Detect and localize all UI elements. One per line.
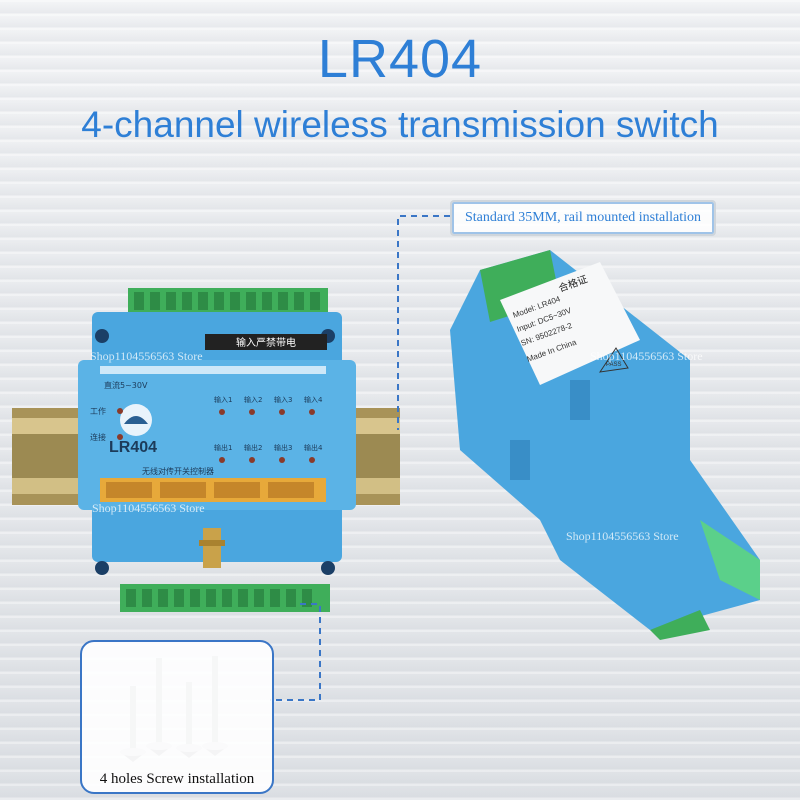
screw-hole-icon (95, 561, 109, 575)
output-label-1: 输出1 (214, 443, 232, 452)
input-label-4: 输入4 (304, 395, 323, 404)
device-side: 合格证 Model: LR404 Input: DC5~30V SN: 9502… (450, 250, 760, 640)
watermark: Shop1104556563 Store (566, 529, 679, 543)
device-model: LR404 (109, 439, 157, 456)
watermark: Shop1104556563 Store (90, 349, 203, 363)
watermark: Shop1104556563 Store (590, 349, 703, 363)
input-label-1: 输入1 (214, 395, 232, 404)
output-label-4: 输出4 (304, 443, 323, 452)
certificate-label (500, 262, 640, 385)
rail-callout: Standard 35MM, rail mounted installation (450, 200, 716, 236)
antenna-connector-icon (203, 528, 221, 568)
page-title: LR404 (317, 29, 483, 89)
device-front: 输入严禁带电 直流5~30V LR404 工作 连接 输入1 输入2 输入3 输… (78, 288, 356, 612)
status-label-link: 连接 (90, 432, 106, 442)
input-label-2: 输入2 (244, 395, 262, 404)
watermark: Shop1104556563 Store (92, 501, 205, 515)
screw-callout-box: 4 holes Screw installation (80, 640, 274, 794)
warning-text: 输入严禁带电 (236, 336, 296, 349)
screw-callout-label: 4 holes Screw installation (99, 771, 255, 787)
page-subtitle: 4-channel wireless transmission switch (81, 104, 719, 145)
screw-hole-icon (95, 329, 109, 343)
device-caption: 无线对传开关控制器 (142, 466, 214, 476)
status-label-work: 工作 (90, 406, 106, 416)
output-label-3: 输出3 (274, 443, 292, 452)
output-label-2: 输出2 (244, 443, 262, 452)
power-label: 直流5~30V (104, 380, 148, 390)
cert-pass: PASS (606, 362, 622, 368)
callout-lines (270, 215, 450, 701)
input-label-3: 输入3 (274, 395, 292, 404)
screw-hole-icon (321, 561, 335, 575)
